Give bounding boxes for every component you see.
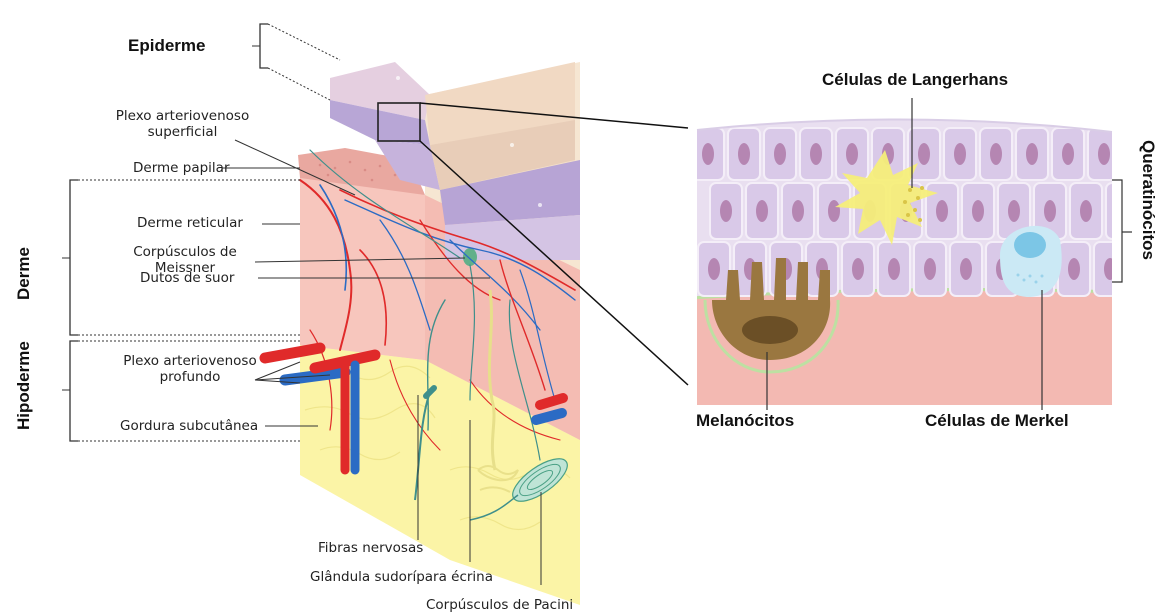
keratinocyte-nucleus xyxy=(774,143,786,165)
label-plexo-superficial-line2: superficial xyxy=(95,124,270,140)
label-celulas-langerhans: Células de Langerhans xyxy=(822,72,1008,88)
keratinocyte-nucleus xyxy=(1098,143,1110,165)
keratinocyte-nucleus xyxy=(936,200,948,222)
keratinocyte-nucleus xyxy=(702,143,714,165)
keratinocyte-nucleus xyxy=(1062,143,1074,165)
label-epiderme: Epiderme xyxy=(128,38,205,54)
label-derme-papilar: Derme papilar xyxy=(133,160,230,176)
label-plexo-profundo-line1: Plexo arteriovenoso xyxy=(105,353,275,369)
keratinocyte-nucleus xyxy=(954,143,966,165)
magnified-epidermis xyxy=(690,98,1138,410)
keratinocyte-nucleus xyxy=(1068,258,1080,280)
keratinocyte-nucleus xyxy=(918,143,930,165)
keratinocyte-nucleus xyxy=(1008,200,1020,222)
keratinocyte-nucleus xyxy=(960,258,972,280)
label-celulas-merkel: Células de Merkel xyxy=(925,413,1069,429)
label-plexo-superficial-line1: Plexo arteriovenoso xyxy=(95,108,270,124)
label-corpusculos-pacini: Corpúsculos de Pacini xyxy=(426,597,573,613)
keratinocyte-nucleus xyxy=(990,143,1002,165)
label-dutos-suor: Dutos de suor xyxy=(140,270,234,286)
label-derme-side: Derme xyxy=(14,247,34,300)
keratinocyte-nucleus xyxy=(738,143,750,165)
label-glandula-sudoripara: Glândula sudorípara écrina xyxy=(310,569,493,585)
label-plexo-profundo-line2: profundo xyxy=(105,369,275,385)
keratinocyte-nucleus xyxy=(1044,200,1056,222)
keratinocyte-nucleus xyxy=(924,258,936,280)
keratinocyte-nucleus xyxy=(792,200,804,222)
label-corpusculos-meissner-line1: Corpúsculos de xyxy=(110,244,260,260)
label-plexo-profundo: Plexo arteriovenoso profundo xyxy=(105,353,275,385)
keratinocyte-nucleus xyxy=(1026,143,1038,165)
merkel-cell xyxy=(1000,226,1062,297)
label-derme-reticular: Derme reticular xyxy=(137,215,243,231)
keratinocyte-nucleus xyxy=(828,200,840,222)
label-gordura-subcutanea: Gordura subcutânea xyxy=(120,418,258,434)
keratinocyte-nucleus xyxy=(756,200,768,222)
keratinocyte-nucleus xyxy=(846,143,858,165)
label-queratinocitos: Queratinócitos xyxy=(1138,140,1158,260)
label-melanocitos: Melanócitos xyxy=(696,413,794,429)
keratinocyte-nucleus xyxy=(852,258,864,280)
label-fibras-nervosas: Fibras nervosas xyxy=(318,540,423,556)
keratinocyte-nucleus xyxy=(1080,200,1092,222)
keratinocyte-nucleus xyxy=(810,143,822,165)
keratinocyte-nucleus xyxy=(888,258,900,280)
keratinocyte-nucleus xyxy=(708,258,720,280)
label-hipoderme-side: Hipoderme xyxy=(14,341,34,430)
keratinocyte-nucleus xyxy=(1104,258,1116,280)
label-plexo-superficial: Plexo arteriovenoso superficial xyxy=(95,108,270,140)
keratinocyte-nucleus xyxy=(720,200,732,222)
keratinocyte-nucleus xyxy=(972,200,984,222)
